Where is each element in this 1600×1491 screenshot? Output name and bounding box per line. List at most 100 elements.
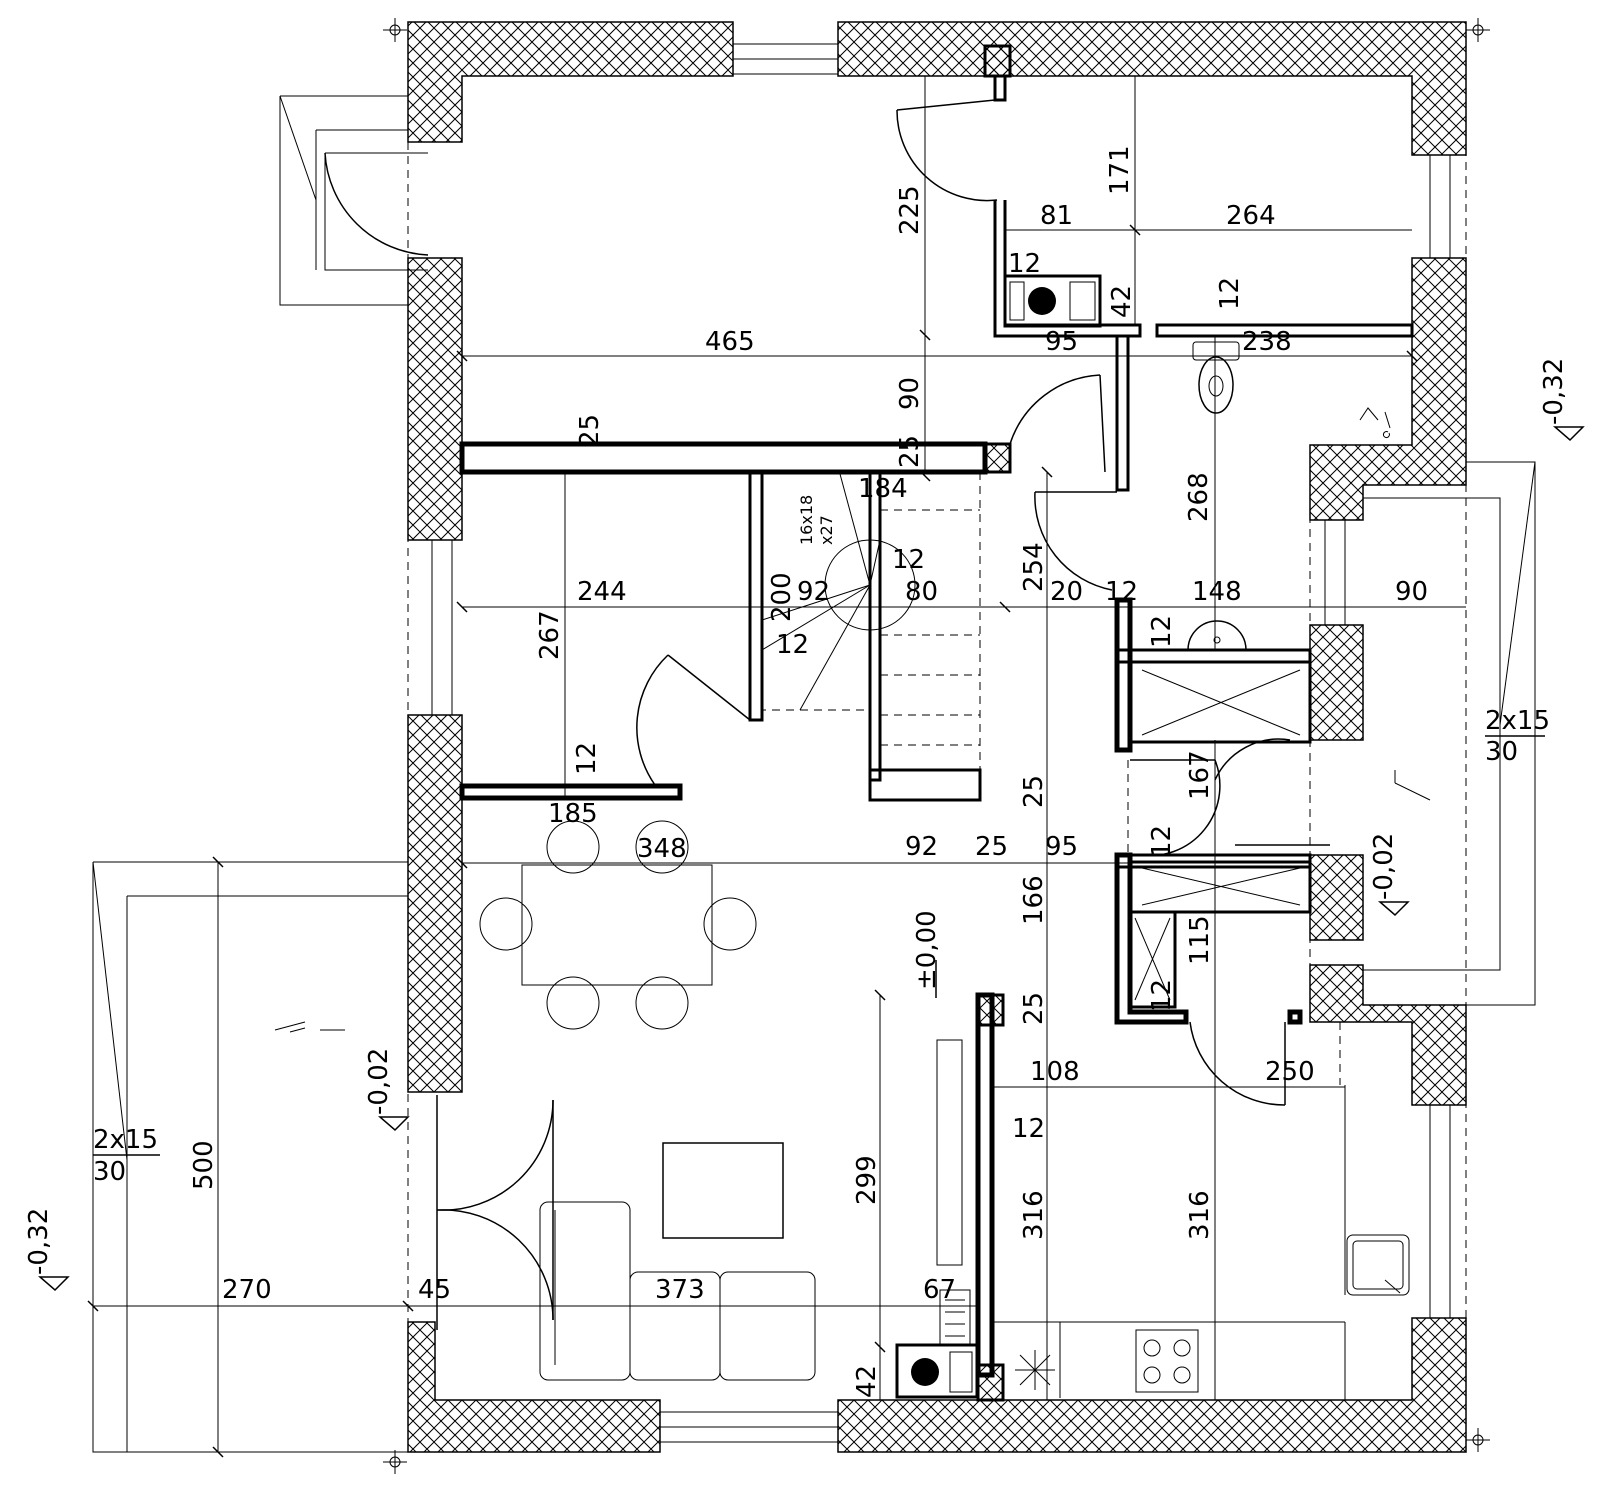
dim-200: 200 [767, 572, 797, 622]
sofa [539, 1201, 816, 1381]
dim-92b: 92 [905, 832, 938, 862]
dim-12d: 12 [1105, 577, 1138, 607]
level-terrace-left: -0,32 [24, 1208, 70, 1292]
dim-42a: 42 [1107, 285, 1137, 318]
dim-166: 166 [1019, 875, 1049, 925]
slope-arrow-right [1394, 770, 1431, 801]
dim-500: 500 [189, 1140, 219, 1190]
svg-text:-0,02: -0,02 [364, 1048, 394, 1115]
door-swing-living [436, 1099, 554, 1321]
wall-hall-left-upper [1114, 597, 1133, 753]
kitchen-counter [992, 1321, 1346, 1400]
wall-right-upper [1309, 257, 1467, 521]
entry-step [279, 95, 408, 306]
dim-115: 115 [1185, 915, 1215, 965]
dim-25e: 25 [1019, 992, 1049, 1025]
toilet-icon [1192, 341, 1240, 414]
dim-20: 20 [1050, 577, 1083, 607]
window-right-top [1429, 154, 1451, 259]
slope-right: 2x15 30 [1485, 706, 1550, 767]
dim-299: 299 [852, 1155, 882, 1205]
stair-turn-circle [824, 539, 916, 631]
door-swing-hall [1034, 491, 1113, 591]
dim-42b: 42 [852, 1365, 882, 1398]
door-swing-entry [324, 152, 429, 256]
dim-12f: 12 [776, 630, 809, 660]
dim-81: 81 [1040, 201, 1073, 231]
door-swing-room [896, 109, 998, 202]
dim-225: 225 [895, 185, 925, 235]
dim-254: 254 [1019, 542, 1049, 592]
stair-spec-top: 16x18 [797, 495, 816, 545]
svg-text:-0,32: -0,32 [1539, 358, 1569, 425]
dim-184: 184 [858, 474, 908, 504]
washbasin-icon [1187, 620, 1247, 651]
windows [407, 22, 1467, 1452]
wall-stair-left [748, 474, 764, 722]
boiler-upper-burner-icon [1028, 287, 1056, 315]
interior-walls [459, 44, 1414, 1402]
dim-12g: 12 [572, 742, 602, 775]
wall-stair-mid [868, 474, 882, 782]
level-step-right: -0,02 [1369, 833, 1410, 917]
dim-264: 264 [1226, 201, 1276, 231]
stair-landing [868, 768, 982, 802]
slope-left: 2x15 30 [93, 1125, 160, 1187]
wall-top-left [407, 21, 734, 143]
dimension-lines [87, 76, 1466, 1458]
wall-pillar-right-a [1309, 624, 1364, 741]
dim-12i: 12 [1147, 979, 1177, 1012]
stair-spec-bottom: x27 [817, 515, 836, 545]
dim-316a: 316 [1019, 1190, 1049, 1240]
level-terrace-right: -0,32 [1539, 358, 1585, 442]
dim-45: 45 [418, 1275, 451, 1305]
dim-25b: 25 [895, 435, 925, 468]
dim-80: 80 [905, 577, 938, 607]
dim-108: 108 [1030, 1057, 1080, 1087]
terrace-left [92, 861, 408, 1453]
vent-icon [1359, 407, 1391, 439]
dimension-labels: 465 225 171 81 264 12 42 12 95 238 90 25… [189, 145, 1428, 1398]
terrace-right [1363, 461, 1536, 1006]
door-swing-closet [1214, 738, 1291, 781]
dim-12h: 12 [1147, 825, 1177, 858]
svg-text:-0,02: -0,02 [1369, 833, 1399, 900]
slope-marks: 2x15 30 2x15 30 [93, 407, 1550, 1187]
svg-text:-0,32: -0,32 [24, 1208, 54, 1275]
slope-arrow-left [274, 1021, 345, 1033]
dim-244: 244 [577, 577, 627, 607]
level-marks: ±0,00 -0,02 -0,02 -0,32 -0,32 [24, 358, 1585, 1292]
window-right-bottom [1429, 1104, 1451, 1319]
dim-316b: 316 [1185, 1190, 1215, 1240]
dim-92a: 92 [797, 577, 830, 607]
svg-text:30: 30 [93, 1157, 126, 1187]
wall-kitchen-left [975, 992, 995, 1378]
door-swing-bath [1009, 374, 1101, 445]
dim-250: 250 [1265, 1057, 1315, 1087]
svg-text:30: 30 [1485, 737, 1518, 767]
wall-left-middle [407, 714, 463, 1093]
closet-lower-b [1128, 910, 1177, 1009]
dim-373: 373 [655, 1275, 705, 1305]
wall-dining-top [459, 783, 683, 801]
dim-171: 171 [1105, 145, 1135, 195]
dim-267: 267 [535, 610, 565, 660]
level-step-left: -0,02 [364, 1048, 410, 1132]
wall-pillar-right-b [1309, 854, 1364, 941]
svg-text:±0,00: ±0,00 [912, 910, 942, 990]
fridge-icon [1015, 1350, 1055, 1390]
stair-flight-right [879, 473, 981, 771]
wall-bottom-right [837, 1317, 1467, 1453]
door-swing-hall-b [1130, 759, 1221, 857]
dim-12e: 12 [1147, 615, 1177, 648]
dim-12b: 12 [1215, 277, 1245, 310]
dim-25d: 25 [975, 832, 1008, 862]
wall-hall-upper-bottom [1115, 648, 1312, 664]
dim-238: 238 [1242, 327, 1292, 357]
kitchen-sink-icon [1346, 1234, 1410, 1296]
wall-bath-left [1115, 336, 1130, 492]
entry-frame-left [324, 152, 428, 271]
wall-left-upper [407, 257, 463, 541]
wall-hall-lower-top [1115, 853, 1312, 869]
